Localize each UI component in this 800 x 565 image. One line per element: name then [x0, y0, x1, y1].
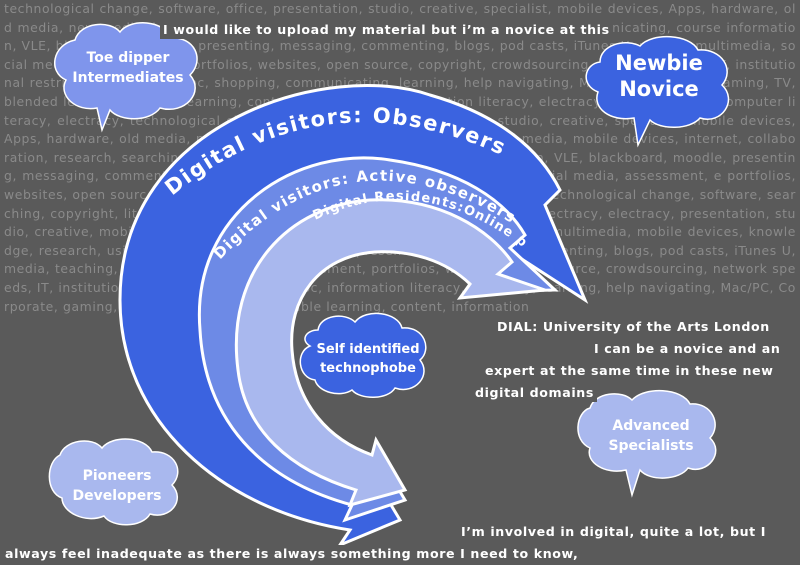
cloud-toe-dipper: [54, 22, 198, 133]
cloud-technophobe: [299, 312, 427, 398]
quote-inadequate-line-1: I’m involved in digital, quite a lot, bu…: [458, 523, 770, 541]
quote-novice-expert-line-2: expert at the same time in these new: [482, 362, 777, 380]
cloud-pioneers-line-1: Pioneers: [82, 468, 152, 484]
cloud-toe-dipper-line-1: Toe dipper: [86, 50, 170, 66]
quote-novice-expert-line-1: I can be a novice and an: [591, 340, 784, 358]
cloud-pioneers: [48, 438, 179, 526]
cloud-technophobe-line-1: Self identified: [316, 342, 420, 357]
cloud-toe-dipper-line-2: Intermediates: [72, 70, 184, 86]
cloud-advanced-line-1: Advanced: [612, 418, 690, 434]
quote-novice-expert-line-3: digital domains: [472, 384, 597, 402]
cloud-pioneers-shape: [48, 438, 179, 526]
arrow-online-practice-shape: [235, 198, 546, 508]
cloud-newbie: [585, 35, 730, 148]
cloud-advanced-shape: [577, 389, 717, 498]
quote-dial-source: DIAL: University of the Arts London: [494, 318, 773, 336]
cloud-advanced-line-2: Specialists: [608, 438, 694, 454]
cloud-technophobe-line-2: technophobe: [320, 361, 416, 376]
cloud-technophobe-label: Self identified technophobe: [312, 340, 424, 378]
cloud-technophobe-shape: [299, 312, 427, 398]
cloud-toe-dipper-label: Toe dipper Intermediates: [72, 48, 184, 88]
cloud-newbie-label: Newbie Novice: [604, 50, 714, 102]
cloud-pioneers-line-2: Developers: [72, 488, 162, 504]
cloud-advanced: [577, 389, 717, 498]
cloud-advanced-label: Advanced Specialists: [592, 416, 710, 456]
cloud-newbie-line-2: Novice: [619, 77, 699, 101]
arrow-online-practice: [235, 198, 546, 508]
cloud-toe-dipper-shape: [54, 22, 198, 133]
cloud-newbie-shape: [585, 35, 730, 148]
cloud-pioneers-label: Pioneers Developers: [62, 466, 172, 506]
quote-inadequate-line-2: always feel inadequate as there is alway…: [2, 545, 582, 563]
cloud-newbie-line-1: Newbie: [615, 51, 703, 75]
quote-novice-upload: I would like to upload my material but i…: [160, 21, 613, 39]
